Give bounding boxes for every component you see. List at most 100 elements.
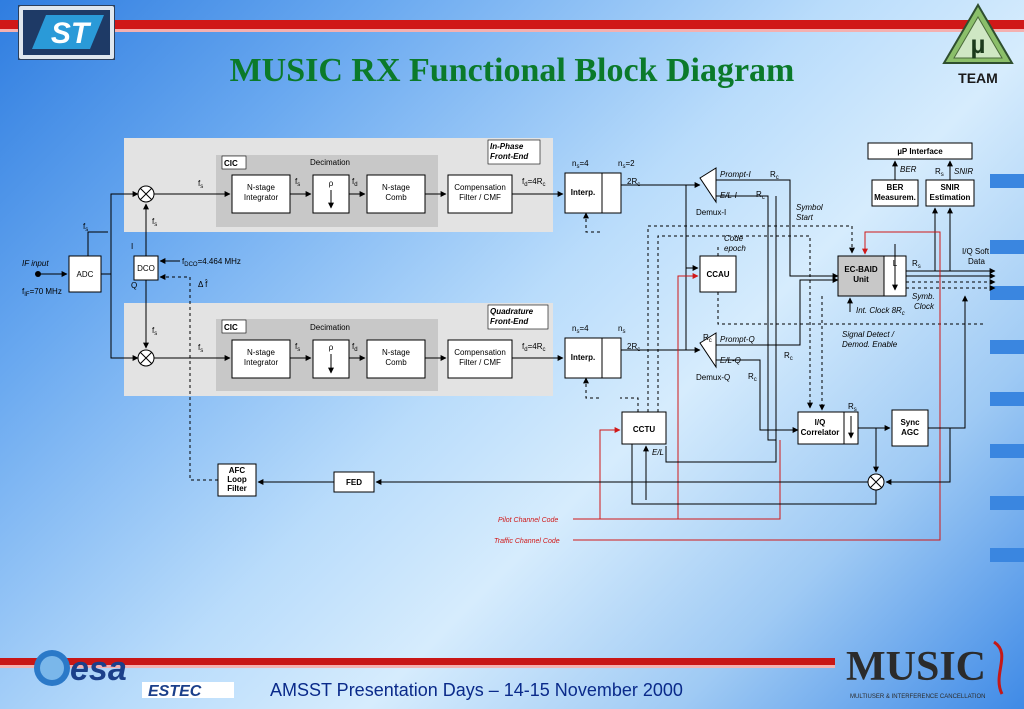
afc-l2: Loop [227, 475, 247, 484]
quad-rho: ρ [329, 343, 334, 352]
rc-3: Rc [703, 333, 712, 344]
int-clock-label: Int. Clock 8Rc [856, 306, 905, 317]
adc-block [68, 255, 102, 293]
inphase-cic-label: CIC [224, 159, 238, 168]
symbol-start-l2: Start [796, 213, 814, 222]
q-label: Q [131, 281, 137, 290]
inphase-comp-filter [447, 174, 513, 214]
fed-label: FED [346, 478, 362, 487]
inphase-comp-l2: Filter / CMF [459, 193, 501, 202]
snir-est-l1: SNIR [940, 183, 959, 192]
quad-fd: fd [352, 342, 358, 353]
f-dco-label: fDCO=4.464 MHz [182, 257, 241, 268]
ccau-block [699, 255, 737, 293]
pilot-code-label: Pilot Channel Code [498, 517, 558, 524]
quad-integrator-l1: N-stage [247, 348, 276, 357]
inphase-label-2: Front-End [490, 152, 529, 161]
team-text: TEAM [958, 70, 998, 86]
ber-meas-l1: BER [887, 183, 904, 192]
f-if-label: fIF=70 MHz [22, 287, 62, 298]
st-logo: ST [18, 5, 115, 60]
inphase-comb-l1: N-stage [382, 183, 411, 192]
quad-comb-l2: Comb [385, 358, 407, 367]
inphase-comp-l1: Compensation [454, 183, 506, 192]
inphase-ns4: ns=4 [572, 159, 589, 170]
quad-fd-out: fd=4Rc [522, 342, 545, 353]
symb-clock-l2: Clock [914, 302, 935, 311]
if-input-label: IF input [22, 259, 49, 268]
demux-i-label: Demux-I [696, 208, 726, 217]
inphase-comb [366, 174, 426, 214]
demux-q-label: Demux-Q [696, 373, 730, 382]
estec-text: ESTEC [148, 683, 202, 700]
esa-logo: esa ESTEC [34, 650, 234, 700]
code-epoch-l2: epoch [724, 244, 746, 253]
inphase-2rc: 2Rc [627, 177, 640, 188]
ecbaid-l2: Unit [853, 275, 869, 284]
quad-comp-l1: Compensation [454, 348, 506, 357]
ecbaid-block [837, 255, 885, 297]
quad-2rc: 2Rc [627, 342, 640, 353]
quad-ns: ns [618, 324, 625, 335]
rc-1: Rc [770, 170, 779, 181]
delta-f-label: Δ f̂ [198, 280, 208, 289]
quad-interp-label: Interp. [571, 353, 595, 362]
afc-l3: Filter [227, 484, 247, 493]
quad-ns4: ns=4 [572, 324, 589, 335]
inphase-ns2: ns=2 [618, 159, 635, 170]
demux-q-tri [699, 332, 717, 369]
code-epoch-l1: Code [724, 234, 744, 243]
ber-label: BER [900, 165, 917, 174]
quad-decimation-label: Decimation [310, 323, 350, 332]
quad-label-2: Front-End [490, 317, 529, 326]
iq-corr-l2: Correlator [801, 428, 840, 437]
inphase-interp-label: Interp. [571, 188, 595, 197]
symb-clock-l1: Symb. [912, 292, 935, 301]
inphase-rho: ρ [329, 179, 334, 188]
rc-5: Rc [748, 372, 757, 383]
ccau-label: CCAU [706, 270, 729, 279]
quad-integrator-l2: Integrator [244, 358, 279, 367]
ecbaid-l1: EC-BAID [844, 265, 878, 274]
snir-label: SNIR [954, 167, 973, 176]
sync-agc-block [891, 409, 929, 447]
sync-agc-l2: AGC [901, 428, 919, 437]
st-logo-text: ST [51, 17, 92, 50]
team-logo: µ TEAM [942, 3, 1014, 86]
snir-est-l2: Estimation [930, 193, 971, 202]
quad-label-1: Quadrature [490, 307, 534, 316]
inphase-integrator-l1: N-stage [247, 183, 276, 192]
afc-l1: AFC [229, 466, 246, 475]
fs-c: fs [198, 343, 203, 354]
signal-detect-l1: Signal Detect / [842, 330, 895, 339]
prompt-i-label: Prompt-I [720, 170, 751, 179]
inphase-integrator [231, 174, 291, 214]
quad-comp-filter [447, 339, 513, 379]
inphase-interp [564, 172, 622, 214]
iq-soft-l1: I/Q Soft [962, 247, 990, 256]
page-title: MUSIC RX Functional Block Diagram [229, 52, 795, 89]
adc-label: ADC [77, 270, 94, 279]
el-label: E/L [652, 448, 664, 457]
up-interface-block [867, 142, 973, 160]
cctu-block [621, 411, 667, 445]
up-interface-label: µP Interface [897, 147, 943, 156]
fs-a: fs [152, 217, 157, 228]
team-mu-glyph: µ [971, 29, 986, 59]
fs-b: fs [152, 326, 157, 337]
traffic-code-label: Traffic Channel Code [494, 538, 560, 545]
quad-interp [564, 337, 622, 379]
inphase-comb-l2: Comb [385, 193, 407, 202]
footer-text: AMSST Presentation Days – 14-15 November… [270, 680, 683, 700]
quad-fs-mid: fs [295, 342, 300, 353]
inphase-label-1: In-Phase [490, 142, 524, 151]
symbol-start-l1: Symbol [796, 203, 823, 212]
rc-4: Rc [784, 351, 793, 362]
rs-snir: Rs [935, 167, 944, 178]
fs-top: fs [83, 222, 88, 233]
esa-text: esa [70, 650, 127, 688]
quad-comb-l1: N-stage [382, 348, 411, 357]
inphase-fd-out: fd=4Rc [522, 177, 545, 188]
